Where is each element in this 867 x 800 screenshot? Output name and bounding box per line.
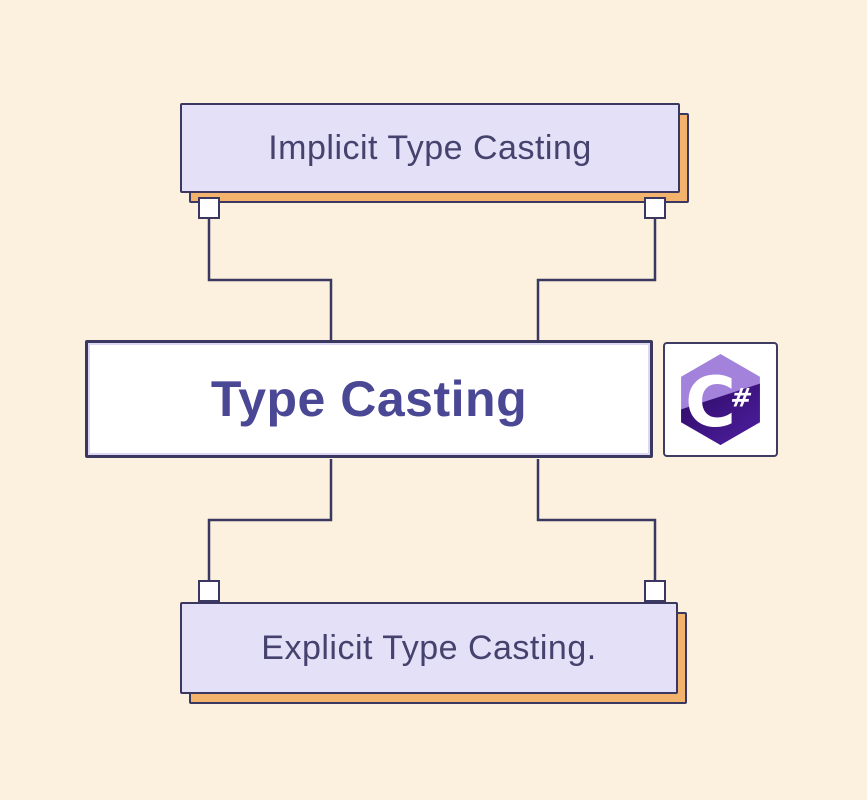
csharp-logo-icon: C # (681, 353, 760, 446)
port-square-top-right (644, 197, 666, 219)
logo-letter-c: C (685, 363, 736, 443)
connector-top-left (207, 219, 333, 341)
connector-top-right (536, 219, 657, 341)
explicit-node-label: Explicit Type Casting. (261, 628, 597, 667)
csharp-logo-card: C # (663, 342, 778, 457)
title-node-label: Type Casting (210, 371, 528, 427)
title-node-face: Type Casting (85, 340, 653, 458)
type-casting-title-node: Type Casting (85, 340, 653, 458)
hexagon-dark-face (681, 383, 760, 446)
port-square-top-left (198, 197, 220, 219)
logo-sharp-symbol: # (729, 384, 755, 414)
port-square-bottom-left (198, 580, 220, 602)
connector-bottom-right (536, 459, 657, 581)
connector-bottom-left (207, 459, 333, 581)
implicit-node-face: Implicit Type Casting (180, 103, 680, 193)
explicit-node-face: Explicit Type Casting. (180, 602, 678, 694)
port-square-bottom-right (644, 580, 666, 602)
implicit-node-label: Implicit Type Casting (268, 128, 592, 167)
explicit-type-casting-node: Explicit Type Casting. (180, 602, 687, 704)
implicit-type-casting-node: Implicit Type Casting (180, 103, 689, 203)
